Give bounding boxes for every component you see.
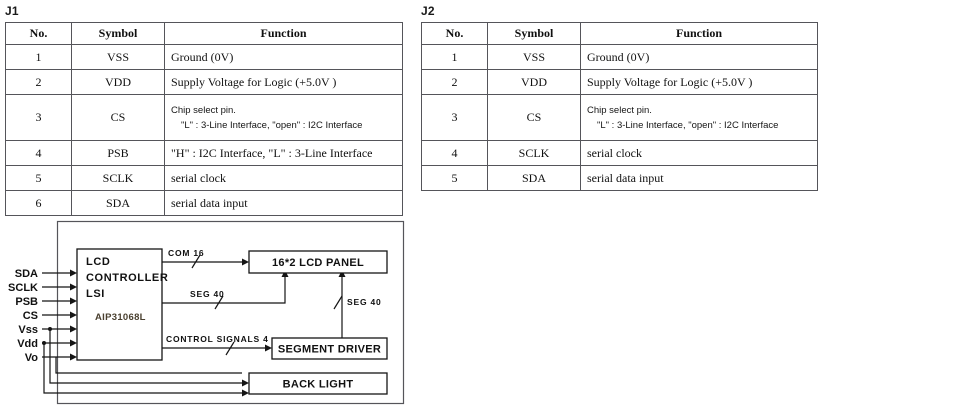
cell-function-line-1: Chip select pin. <box>171 104 236 116</box>
table-header-row: No. Symbol Function <box>5 22 403 45</box>
block-diagram: LCD CONTROLLER LSI AIP31068L SDA SCLK PS… <box>0 205 430 410</box>
segment-driver-label: SEGMENT DRIVER <box>278 344 381 356</box>
pin-label-sclk: SCLK <box>8 282 38 294</box>
controller-line-1: LCD <box>86 256 110 268</box>
pin-label-sda: SDA <box>15 268 38 280</box>
cell-pin-symbol: CS <box>71 94 165 141</box>
cell-pin-symbol: VDD <box>487 69 581 95</box>
signal-label-seg-left: SEG 40 <box>190 289 225 299</box>
cell-pin-function: Chip select pin. "L" : 3-Line Interface, … <box>580 94 818 141</box>
pin-label-vss: Vss <box>18 324 38 336</box>
cell-pin-function: "H" : I2C Interface, "L" : 3-Line Interf… <box>164 140 403 166</box>
column-header-symbol: Symbol <box>487 22 581 45</box>
cell-pin-number: 3 <box>421 94 488 141</box>
control-signal-wire <box>162 341 272 356</box>
pin-label-vdd: Vdd <box>17 338 38 350</box>
cell-pin-number: 1 <box>5 44 72 70</box>
cell-pin-number: 2 <box>5 69 72 95</box>
cell-pin-number: 6 <box>5 190 72 216</box>
cell-pin-function: serial data input <box>164 190 403 216</box>
cell-function-line-2: "L" : 3-Line Interface, "open" : I2C Int… <box>597 119 779 131</box>
cell-pin-function: serial clock <box>164 165 403 191</box>
cell-pin-number: 5 <box>5 165 72 191</box>
cell-pin-number: 4 <box>5 140 72 166</box>
cell-pin-function: serial data input <box>580 165 818 191</box>
segment-driver-box <box>271 337 388 360</box>
cell-pin-symbol: CS <box>487 94 581 141</box>
column-header-symbol: Symbol <box>71 22 165 45</box>
back-light-box <box>248 372 388 395</box>
cell-pin-function: Supply Voltage for Logic (+5.0V ) <box>164 69 403 95</box>
signal-label-control: CONTROL SIGNALS 4 <box>166 334 269 344</box>
column-header-no: No. <box>5 22 72 45</box>
cell-pin-function: Ground (0V) <box>580 44 818 70</box>
table-header-row: No. Symbol Function <box>421 22 818 45</box>
lcd-controller-box <box>76 248 163 361</box>
column-header-function: Function <box>580 22 818 45</box>
com-signal-wire <box>162 254 249 269</box>
pin-label-vo: Vo <box>25 352 39 364</box>
cell-pin-symbol: SCLK <box>71 165 165 191</box>
diagram-outer-frame <box>56 220 405 405</box>
cell-pin-symbol: VDD <box>71 69 165 95</box>
controller-line-2: CONTROLLER <box>86 272 168 284</box>
seg-right-signal-wire <box>333 270 346 343</box>
lcd-panel-label: 16*2 LCD PANEL <box>272 257 364 269</box>
pin-label-psb: PSB <box>15 296 38 308</box>
connector-title-j1: J1 <box>5 4 19 18</box>
back-light-arrows <box>242 379 249 397</box>
connector-title-j2: J2 <box>421 4 435 18</box>
seg-left-signal-wire <box>162 270 289 310</box>
cell-function-line-2: "L" : 3-Line Interface, "open" : I2C Int… <box>181 119 363 131</box>
cell-pin-number: 1 <box>421 44 488 70</box>
cell-pin-number: 4 <box>421 140 488 166</box>
signal-label-com: COM 16 <box>168 248 204 258</box>
input-wires <box>42 269 77 361</box>
cell-pin-function: Supply Voltage for Logic (+5.0V ) <box>580 69 818 95</box>
cell-pin-symbol: PSB <box>71 140 165 166</box>
cell-pin-symbol: VSS <box>71 44 165 70</box>
cell-pin-number: 5 <box>421 165 488 191</box>
controller-line-3: LSI <box>86 288 105 300</box>
pin-label-cs: CS <box>23 310 38 322</box>
cell-pin-symbol: VSS <box>487 44 581 70</box>
lcd-panel-box <box>248 250 388 274</box>
cell-pin-function: serial clock <box>580 140 818 166</box>
controller-part-number: AIP31068L <box>95 312 146 323</box>
cell-pin-function: Ground (0V) <box>164 44 403 70</box>
back-light-label: BACK LIGHT <box>283 379 354 391</box>
signal-label-seg-right: SEG 40 <box>347 297 382 307</box>
column-header-no: No. <box>421 22 488 45</box>
cell-pin-function: Chip select pin. "L" : 3-Line Interface, … <box>164 94 403 141</box>
cell-pin-symbol: SCLK <box>487 140 581 166</box>
cell-pin-number: 3 <box>5 94 72 141</box>
power-tap-wires <box>42 327 242 394</box>
cell-pin-number: 2 <box>421 69 488 95</box>
cell-pin-symbol: SDA <box>487 165 581 191</box>
cell-function-line-1: Chip select pin. <box>587 104 652 116</box>
column-header-function: Function <box>164 22 403 45</box>
